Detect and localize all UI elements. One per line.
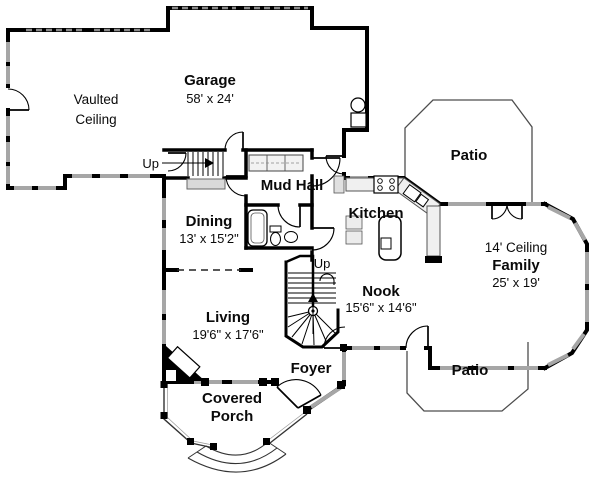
bathtub: [247, 209, 268, 247]
front-door: [276, 379, 322, 409]
laundry-fixtures: [350, 97, 367, 128]
label-garage: Garage: [184, 72, 236, 89]
bath-sink: [284, 231, 298, 243]
bath-door: [277, 204, 301, 228]
bathroom-fixtures: [247, 209, 298, 247]
label-family: Family: [492, 257, 540, 274]
vaulted-side-door: [7, 88, 30, 111]
label-vaulted-2: Ceiling: [75, 112, 116, 127]
porch-posts: [160, 344, 347, 450]
covered-porch-structure: [160, 344, 347, 473]
interior-walls: [162, 148, 314, 272]
label-dining-dims: 13' x 15'2": [179, 231, 239, 246]
porch-steps: [187, 441, 287, 473]
label-up-garage: Up: [142, 156, 159, 171]
kitchen-sink: [402, 183, 430, 208]
toilet-bowl: [270, 232, 281, 246]
up-arrowhead-garage: [205, 158, 214, 168]
label-patio-upper: Patio: [451, 147, 488, 164]
exterior-walls: [6, 6, 589, 413]
toilet-tank: [269, 225, 282, 233]
room-labels: Vaulted Ceiling Garage 58' x 24' Up Mud …: [74, 72, 548, 425]
stair-rail-hook: [319, 273, 335, 285]
label-living-dims: 19'6" x 17'6": [192, 327, 264, 342]
utility-sink: [350, 97, 366, 113]
label-porch-1: Covered: [202, 390, 262, 407]
nook-patio-door: [405, 325, 429, 349]
garage-entry-door: [224, 131, 244, 151]
label-patio-lower: Patio: [452, 362, 489, 379]
garage-stairs: [162, 152, 226, 190]
kitchen-island: [378, 215, 402, 261]
fireplace: [166, 345, 205, 381]
label-porch-2: Porch: [211, 408, 254, 425]
family-french-doors: [491, 203, 523, 220]
vestibule-kitchen-door: [325, 155, 345, 175]
windows: [6, 42, 589, 409]
label-mud-hall: Mud Hall: [261, 177, 324, 194]
kitchen-dining-door: [311, 227, 335, 251]
door-arcs: [7, 88, 523, 409]
mud-hall-cubbies: [248, 154, 304, 172]
fixtures: [162, 97, 442, 381]
label-foyer: Foyer: [291, 360, 332, 377]
patio-outlines: [404, 99, 533, 412]
garage-door-dashes: [26, 6, 308, 32]
kitchen-counters: [333, 175, 442, 263]
patio-upper-outline: [404, 99, 533, 202]
water-heater: [350, 112, 367, 128]
patio-lower-outline: [406, 342, 529, 412]
label-nook-dims: 15'6" x 14'6": [345, 300, 417, 315]
label-nook: Nook: [362, 283, 400, 300]
stove: [373, 175, 399, 194]
label-family-ceiling: 14' Ceiling: [485, 240, 548, 255]
label-dining: Dining: [186, 213, 233, 230]
label-vaulted-1: Vaulted: [74, 92, 119, 107]
label-living: Living: [206, 309, 250, 326]
stair-hall-door: [167, 152, 187, 172]
label-kitchen: Kitchen: [348, 205, 403, 222]
label-up-main: Up: [314, 256, 331, 271]
up-arrowhead-main: [308, 293, 318, 302]
pantry-cabinet: [333, 175, 345, 194]
label-garage-dims: 58' x 24': [186, 91, 234, 106]
label-family-dims: 25' x 19': [492, 275, 540, 290]
mud-hall-dining-door: [225, 175, 247, 197]
main-stairs: [284, 254, 340, 349]
